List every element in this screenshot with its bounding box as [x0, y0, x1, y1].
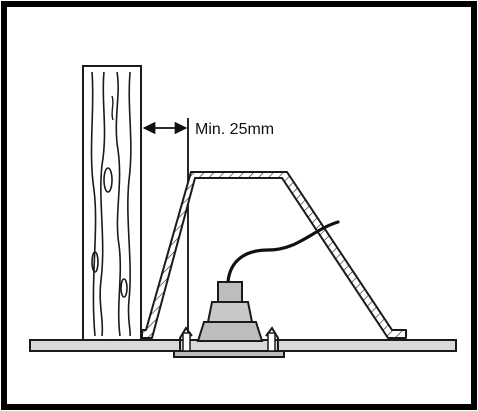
clearance-label: Min. 25mm	[195, 121, 274, 138]
fire-hood-icon	[141, 171, 407, 339]
cable-icon	[226, 220, 340, 284]
downlight-icon	[173, 281, 285, 358]
timber-joist-icon	[82, 65, 142, 341]
dimension-arrow-icon	[142, 118, 189, 336]
